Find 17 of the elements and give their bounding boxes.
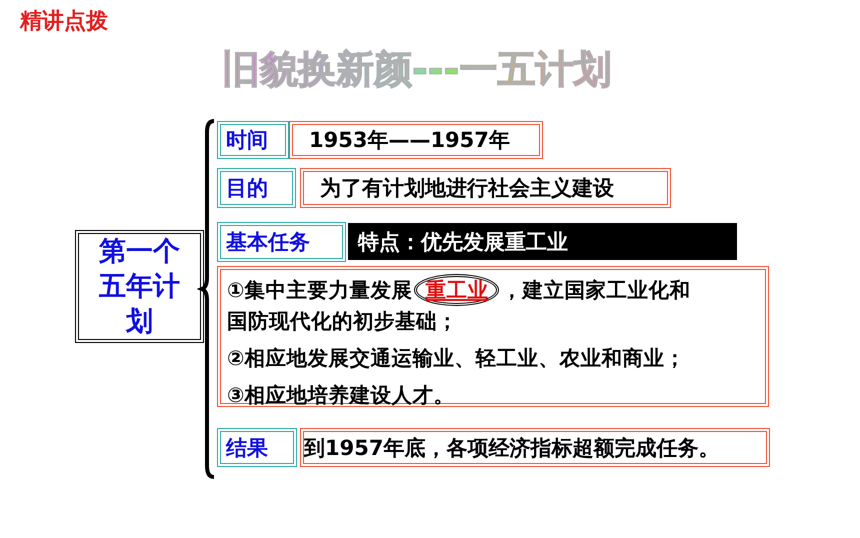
task-text: ③相应地培养建设人才。 xyxy=(227,382,454,409)
task-box xyxy=(217,266,769,407)
feature-bar: 特点：优先发展重工业 xyxy=(348,223,737,260)
value-box: 为了有计划地进行社会主义建设 xyxy=(300,168,671,208)
plan-box: 第一个五年计划 xyxy=(75,230,204,343)
value-box: 1953年——1957年 xyxy=(289,121,543,159)
label-box: 目的 xyxy=(217,168,296,208)
label-box: 基本任务 xyxy=(217,222,346,262)
task-text: ①集中主要力量发展 xyxy=(227,278,412,302)
task-text: ，建立国家工业化和 xyxy=(501,278,690,302)
section-tag: 精讲点拨 xyxy=(20,6,108,36)
value-box: 到1957年底，各项经济指标超额完成任务。 xyxy=(300,428,770,467)
label-box: 时间 xyxy=(217,121,289,159)
task-text: ②相应地发展交通运输业、轻工业、农业和商业； xyxy=(227,345,686,372)
label-box: 结果 xyxy=(217,428,297,467)
task-text: 国防现代化的初步基础； xyxy=(227,308,458,335)
circled-keyword: 重工业 xyxy=(414,274,500,306)
